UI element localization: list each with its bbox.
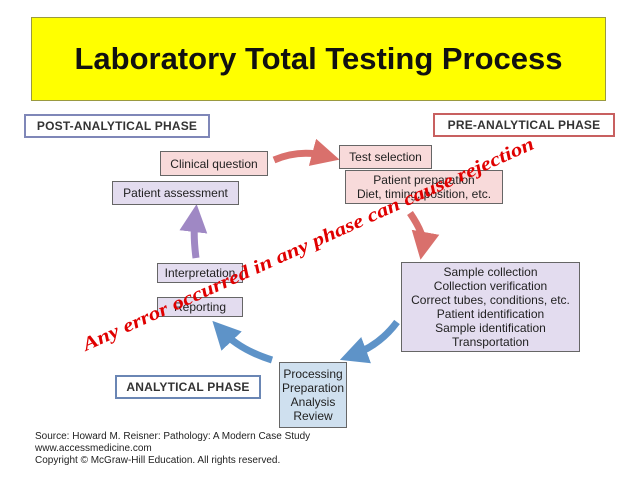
page-title: Laboratory Total Testing Process	[74, 41, 563, 76]
processing-box: Processing Preparation Analysis Review	[279, 362, 347, 428]
interpretation-label: Interpretation	[164, 266, 236, 280]
processing-line: Preparation	[281, 381, 345, 395]
patient-preparation-line: Diet, timing, position, etc.	[356, 187, 492, 201]
test-selection-box: Test selection	[339, 145, 432, 169]
patient-preparation-line: Patient preparation	[373, 173, 475, 187]
test-selection-label: Test selection	[349, 150, 422, 164]
patient-preparation-box: Patient preparation Diet, timing, positi…	[345, 170, 503, 204]
processing-line: Review	[293, 409, 333, 423]
sample-collection-line: Correct tubes, conditions, etc.	[411, 293, 570, 307]
arrow-prep-to-sample	[407, 211, 440, 260]
arrow-interpretation-to-assessment	[179, 204, 208, 259]
processing-line: Processing	[283, 367, 343, 381]
sample-collection-line: Sample identification	[435, 321, 546, 335]
reporting-label: Reporting	[173, 300, 227, 314]
source-url: www.accessmedicine.com	[35, 443, 152, 454]
sample-collection-box: Sample collection Collection verificatio…	[401, 262, 580, 352]
source-citation: Source: Howard M. Reisner: Pathology: A …	[35, 431, 310, 467]
processing-line: Analysis	[290, 395, 336, 409]
clinical-question-label: Clinical question	[170, 156, 258, 171]
patient-assessment-label: Patient assessment	[123, 186, 228, 200]
analytical-phase-label: ANALYTICAL PHASE	[115, 375, 261, 399]
source-line: Source: Howard M. Reisner: Pathology: A …	[35, 431, 311, 442]
sample-collection-line: Patient identification	[436, 307, 545, 321]
clinical-question-box: Clinical question	[160, 151, 268, 176]
title-banner: Laboratory Total Testing Process	[31, 17, 606, 101]
post-analytical-phase-label: POST-ANALYTICAL PHASE	[24, 114, 210, 138]
rejection-warning-text: Any error occurred in any phase can caus…	[78, 134, 537, 357]
sample-collection-line: Transportation	[452, 335, 529, 349]
copyright-line: Copyright © McGraw-Hill Education. All r…	[35, 455, 281, 466]
patient-assessment-box: Patient assessment	[112, 181, 239, 205]
arrow-sample-to-processing	[339, 319, 400, 364]
sample-collection-line: Sample collection	[443, 265, 538, 279]
interpretation-box: Interpretation	[157, 263, 243, 283]
reporting-box: Reporting	[157, 297, 243, 317]
arrow-processing-to-reporting	[212, 320, 274, 364]
arrow-clinical-to-test	[272, 138, 340, 166]
pre-analytical-phase-label: PRE-ANALYTICAL PHASE	[433, 113, 615, 137]
sample-collection-line: Collection verification	[433, 279, 548, 293]
